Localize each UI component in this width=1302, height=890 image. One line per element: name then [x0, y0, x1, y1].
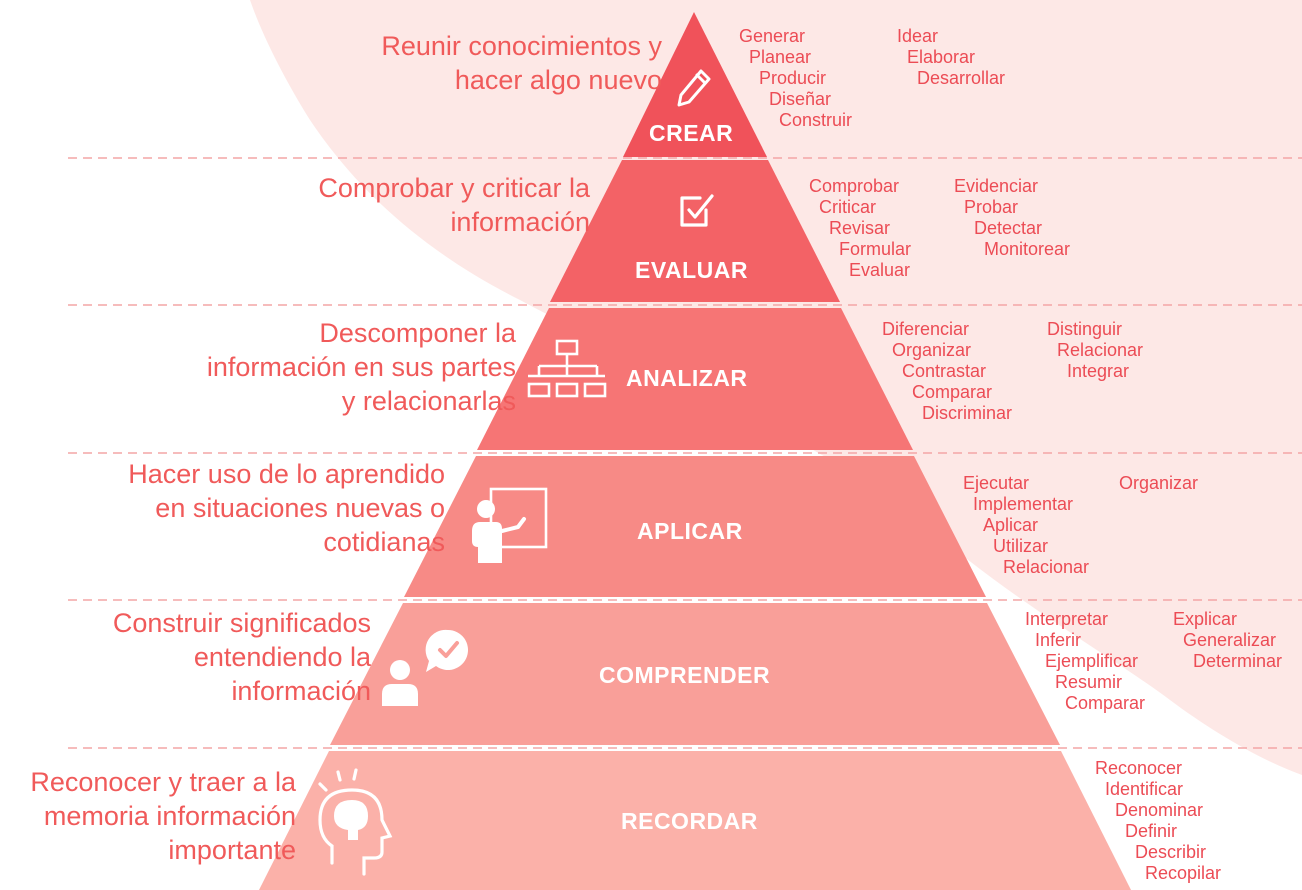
- verb: Ejecutar: [963, 473, 1030, 493]
- level-title-recordar: RECORDAR: [621, 808, 758, 834]
- verb: Definir: [1125, 821, 1178, 841]
- verbs-analizar-col1: Diferenciar Organizar Contrastar Compara…: [882, 319, 1012, 424]
- description-line: hacer algo nuevo: [454, 65, 662, 95]
- description-analizar: Descomponer la información en sus partes…: [207, 316, 516, 418]
- verb: Organizar: [1119, 473, 1199, 493]
- tier-crear: [623, 12, 767, 157]
- verb: Integrar: [1067, 361, 1130, 381]
- description-line: en situaciones nuevas o: [155, 493, 445, 523]
- checkbox-icon: [680, 194, 714, 227]
- verb: Elaborar: [907, 47, 976, 67]
- verb: Utilizar: [993, 536, 1049, 556]
- description-line: Hacer uso de lo aprendido: [128, 459, 445, 489]
- verb: Diseñar: [769, 89, 832, 109]
- verb: Desarrollar: [917, 68, 1006, 88]
- tier-recordar: [259, 751, 1131, 890]
- description-recordar: Reconocer y traer a la memoria informaci…: [30, 765, 296, 867]
- person-chat-check-icon: [382, 629, 468, 706]
- verbs-recordar-col1: Reconocer Identificar Denominar Definir …: [1095, 758, 1221, 884]
- verb: Construir: [779, 110, 853, 130]
- description-line: y relacionarlas: [341, 386, 516, 416]
- head-brain-icon: [318, 768, 393, 876]
- verb: Contrastar: [902, 361, 987, 381]
- verb: Resumir: [1055, 672, 1123, 692]
- level-title-comprender: COMPRENDER: [599, 662, 771, 688]
- verb: Revisar: [829, 218, 891, 238]
- pencil-icon: [677, 69, 711, 107]
- verb: Relacionar: [1057, 340, 1144, 360]
- verb: Evaluar: [849, 260, 911, 280]
- verbs-analizar-col2: Distinguir Relacionar Integrar: [1047, 319, 1143, 382]
- verbs-comprender-col1: Interpretar Inferir Ejemplificar Resumir…: [1025, 609, 1145, 714]
- description-line: importante: [168, 835, 296, 865]
- verb: Formular: [839, 239, 912, 259]
- verb: Distinguir: [1047, 319, 1123, 339]
- teacher-board-icon: [472, 487, 548, 563]
- description-line: Construir significados: [112, 608, 371, 638]
- description-evaluar: Comprobar y criticar la información: [318, 171, 590, 239]
- verb: Criticar: [819, 197, 876, 217]
- verb: Organizar: [892, 340, 972, 360]
- verb: Diferenciar: [882, 319, 970, 339]
- verb: Identificar: [1105, 779, 1184, 799]
- description-line: Descomponer la: [319, 318, 516, 348]
- verb: Comprobar: [809, 176, 900, 196]
- description-line: información: [231, 676, 371, 706]
- verbs-evaluar-col2: Evidenciar Probar Detectar Monitorear: [954, 176, 1070, 260]
- verb: Inferir: [1035, 630, 1082, 650]
- verb: Generar: [739, 26, 806, 46]
- verb: Idear: [897, 26, 939, 46]
- verb: Probar: [964, 197, 1019, 217]
- description-line: cotidianas: [323, 527, 445, 557]
- verbs-aplicar-col2: Organizar: [1119, 473, 1198, 494]
- description-line: información en sus partes: [206, 352, 516, 382]
- verbs-aplicar-col1: Ejecutar Implementar Aplicar Utilizar Re…: [963, 473, 1089, 578]
- description-line: Comprobar y criticar la: [318, 173, 590, 203]
- verb: Generalizar: [1183, 630, 1277, 650]
- verb: Reconocer: [1095, 758, 1183, 778]
- description-line: entendiendo la: [193, 642, 371, 672]
- verbs-crear-col2: Idear Elaborar Desarrollar: [897, 26, 1005, 89]
- verbs-comprender-col2: Explicar Generalizar Determinar: [1173, 609, 1282, 672]
- description-line: memoria información: [43, 801, 296, 831]
- verb: Determinar: [1193, 651, 1283, 671]
- level-title-evaluar: EVALUAR: [635, 257, 748, 283]
- verb: Implementar: [973, 494, 1074, 514]
- verb: Comparar: [912, 382, 993, 402]
- tier-comprender: [330, 603, 1060, 745]
- verb: Recopilar: [1145, 863, 1222, 883]
- verb: Relacionar: [1003, 557, 1090, 577]
- pyramid-tiers: [259, 12, 1131, 890]
- verb: Evidenciar: [954, 176, 1039, 196]
- verb: Interpretar: [1025, 609, 1109, 629]
- description-line: información: [450, 207, 590, 237]
- tier-analizar: [477, 308, 913, 450]
- verb: Aplicar: [983, 515, 1039, 535]
- verb: Describir: [1135, 842, 1207, 862]
- verb: Ejemplificar: [1045, 651, 1139, 671]
- tier-evaluar: [550, 160, 840, 302]
- tier-aplicar: [404, 456, 986, 597]
- description-comprender: Construir significados entendiendo la in…: [113, 606, 371, 708]
- verb: Comparar: [1065, 693, 1146, 713]
- hierarchy-icon: [527, 339, 607, 398]
- verb: Producir: [759, 68, 827, 88]
- description-line: Reunir conocimientos y: [381, 31, 662, 61]
- verbs-evaluar-col1: Comprobar Criticar Revisar Formular Eval…: [809, 176, 911, 281]
- dividers: [68, 157, 1302, 749]
- description-crear: Reunir conocimientos y hacer algo nuevo: [381, 29, 662, 97]
- description-aplicar: Hacer uso de lo aprendido en situaciones…: [128, 457, 445, 559]
- verb: Detectar: [974, 218, 1043, 238]
- verb: Explicar: [1173, 609, 1238, 629]
- verb: Discriminar: [922, 403, 1012, 423]
- verb: Planear: [749, 47, 812, 67]
- level-title-crear: CREAR: [649, 120, 734, 146]
- verbs-crear-col1: Generar Planear Producir Diseñar Constru…: [739, 26, 852, 131]
- verb: Denominar: [1115, 800, 1204, 820]
- level-title-analizar: ANALIZAR: [626, 365, 748, 391]
- description-line: Reconocer y traer a la: [30, 767, 296, 797]
- level-title-aplicar: APLICAR: [637, 518, 743, 544]
- verb: Monitorear: [984, 239, 1071, 259]
